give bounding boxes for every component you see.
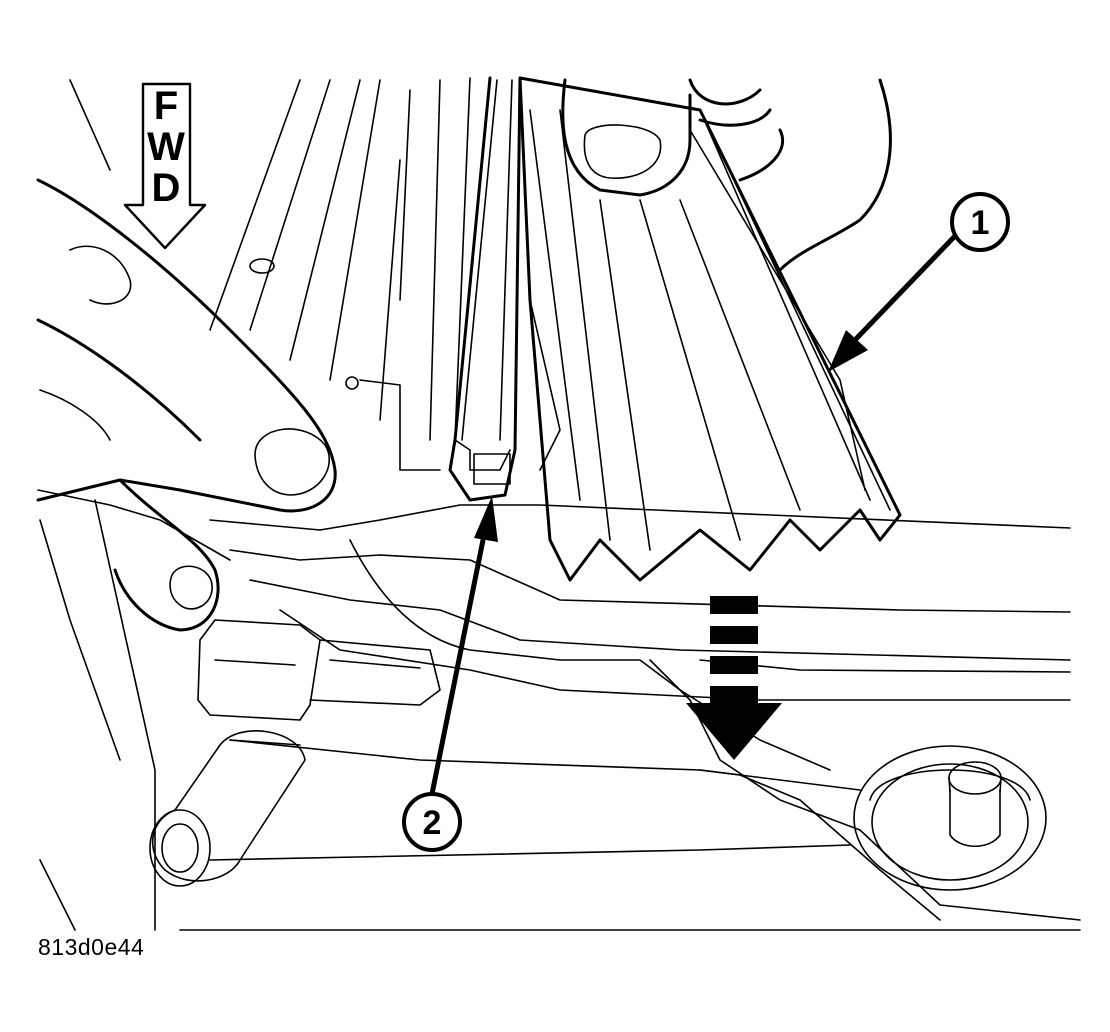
leader-arrowhead-2 [474, 496, 498, 542]
fwd-letter-w: W [147, 125, 185, 169]
leader-line-1 [853, 234, 957, 342]
callout-1-label: 1 [971, 204, 990, 242]
mounting-bracket [149, 619, 441, 887]
technician-hand-left [36, 178, 337, 632]
technician-hand-upper [561, 78, 892, 272]
removal-direction-arrow [686, 596, 782, 760]
callout-2: 2 [402, 792, 462, 852]
fwd-letter-d: D [152, 166, 181, 210]
mount-stud [853, 745, 1047, 891]
leader-arrowhead-1 [828, 330, 868, 372]
figure-id: 813d0e44 [38, 934, 145, 960]
fwd-arrow: F W D [123, 82, 207, 250]
door-seal [518, 76, 902, 582]
channel-retainer [448, 76, 522, 502]
fwd-letter-f: F [154, 84, 178, 128]
callout-2-label: 2 [423, 804, 442, 842]
leader-line-2 [429, 534, 487, 795]
vehicle-structure-lines [37, 77, 1081, 931]
callout-1: 1 [950, 192, 1010, 252]
